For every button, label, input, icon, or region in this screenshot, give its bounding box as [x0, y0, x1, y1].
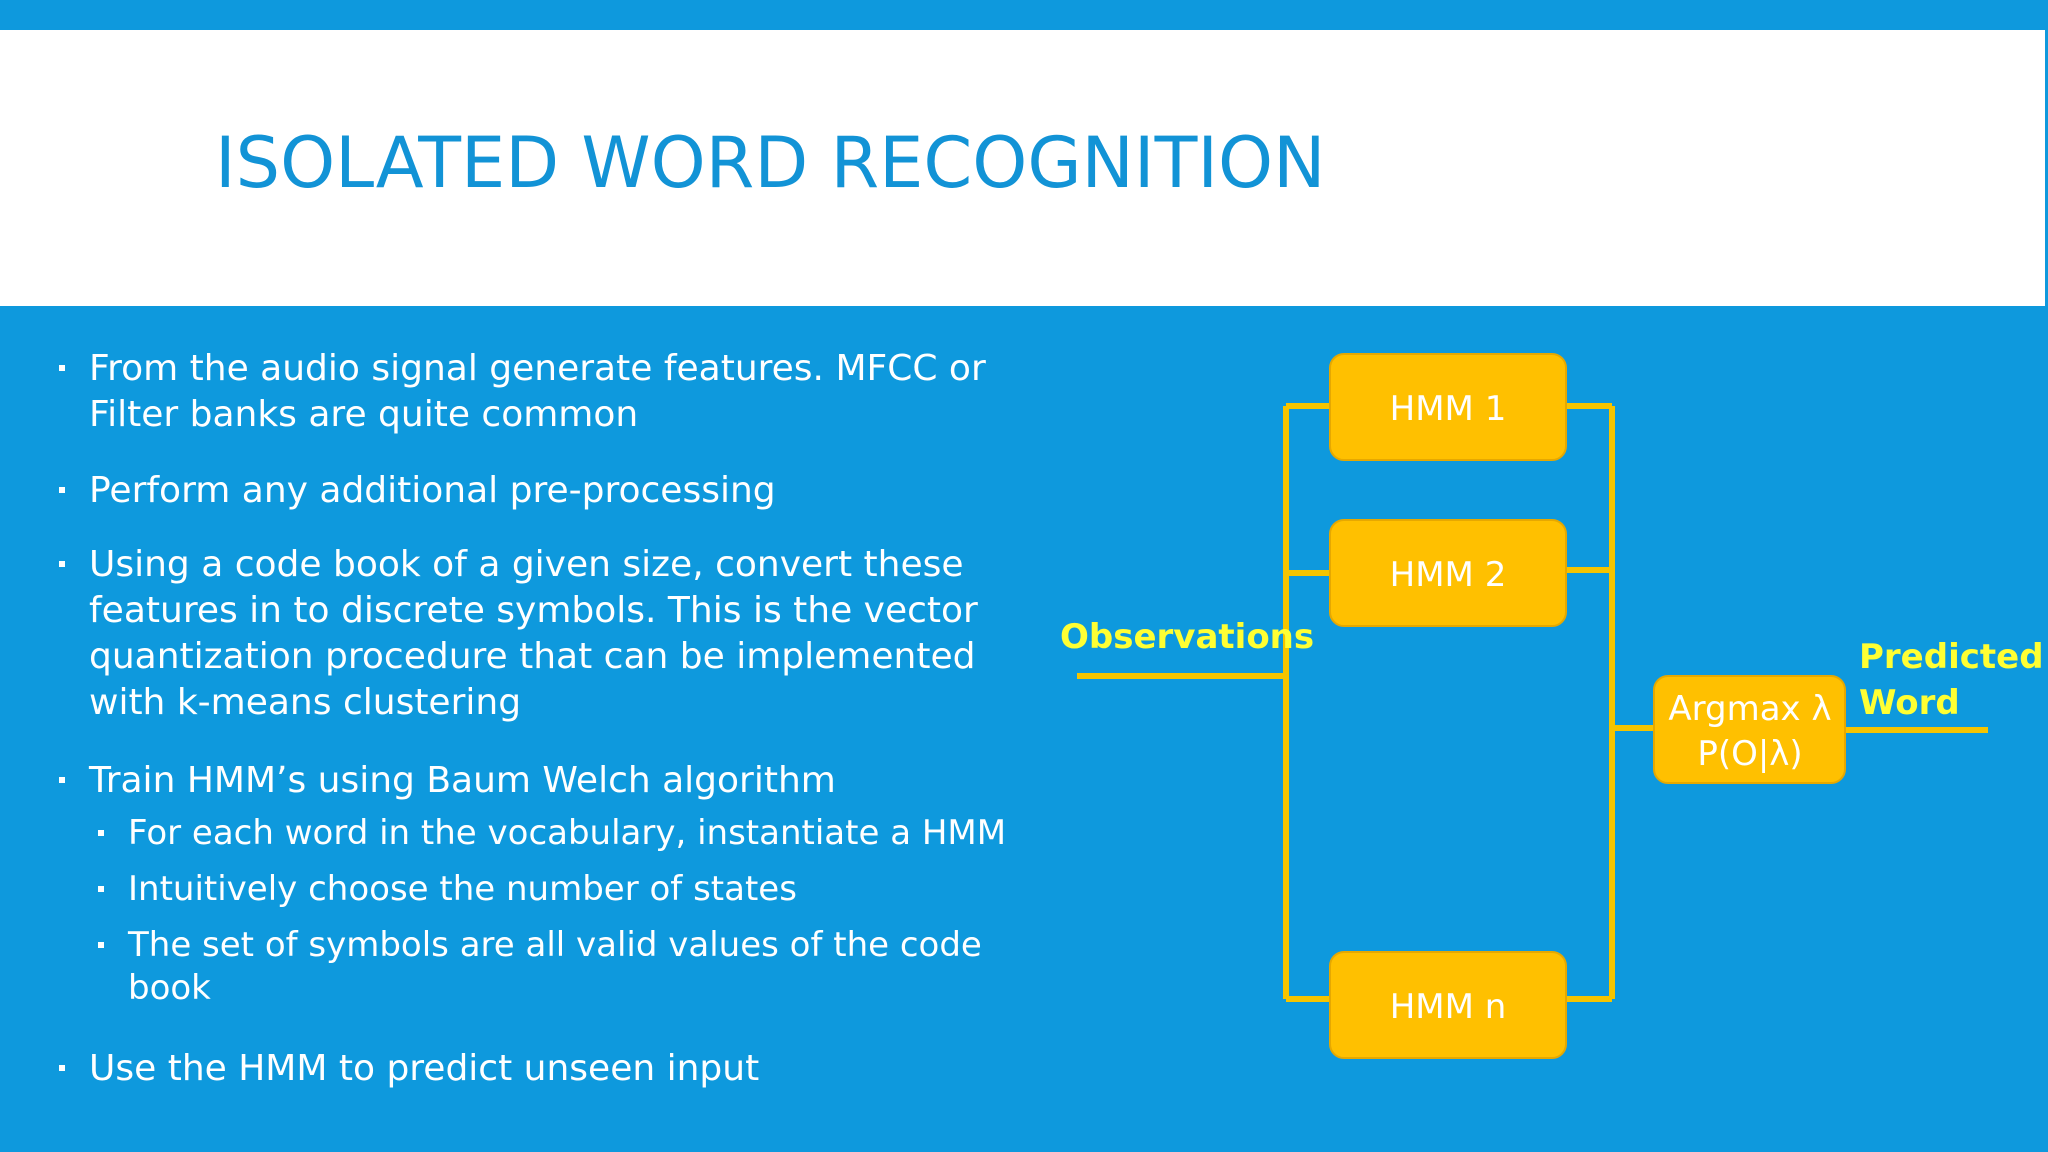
bullet-2: Perform any additional pre-processing: [59, 468, 776, 514]
slide-title: ISOLATED WORD RECOGNITION: [215, 122, 1326, 204]
bullet-text-line: Filter banks are quite common: [89, 394, 639, 435]
bullet-text-line: with k-means clustering: [89, 682, 522, 723]
sub-bullet-3: The set of symbols are all valid values …: [98, 924, 982, 1010]
bullet-text-line: From the audio signal generate features.…: [89, 348, 986, 389]
bullet-5: Use the HMM to predict unseen input: [59, 1046, 760, 1092]
hmm-1-box: [1329, 353, 1567, 461]
right-stripe: [2045, 30, 2048, 306]
sub-bullet-1: For each word in the vocabulary, instant…: [98, 812, 1007, 855]
bullet-text-line: quantization procedure that can be imple…: [89, 636, 976, 677]
predicted-label: Predicted: [1859, 637, 2044, 677]
bullet-marker: [59, 487, 65, 493]
bullet-text-line: Perform any additional pre-processing: [89, 470, 776, 511]
hmm-1-label: HMM 1: [1390, 389, 1507, 429]
bullet-1: From the audio signal generate features.…: [59, 346, 986, 438]
bullet-text-line: Use the HMM to predict unseen input: [89, 1048, 760, 1089]
bullet-list: From the audio signal generate features.…: [0, 306, 1040, 1152]
connector-lines: [1077, 403, 1988, 1002]
bullet-text-line: Train HMM’s using Baum Welch algorithm: [89, 760, 836, 801]
hmm-n-box: [1329, 951, 1567, 1059]
bullet-text-line: The set of symbols are all valid values …: [128, 925, 982, 965]
title-area: [0, 30, 2048, 306]
bullet-marker: [98, 886, 104, 892]
bullet-marker: [59, 365, 65, 371]
bullet-text-line: For each word in the vocabulary, instant…: [128, 813, 1007, 853]
observations-label: Observations: [1060, 617, 1314, 657]
top-band: [0, 0, 2048, 30]
bullet-3: Using a code book of a given size, conve…: [59, 542, 978, 726]
word-label: Word: [1859, 683, 1960, 723]
bullet-marker: [59, 561, 65, 567]
bullet-text-line: book: [128, 968, 211, 1008]
bullet-4: Train HMM’s using Baum Welch algorithm: [59, 758, 836, 804]
bullet-marker: [59, 1065, 65, 1071]
bullet-text-line: Using a code book of a given size, conve…: [89, 544, 964, 585]
hmm-2-box: [1329, 519, 1567, 627]
sub-bullet-2: Intuitively choose the number of states: [98, 868, 797, 911]
argmax-label: Argmax λ: [1668, 689, 1831, 729]
bullet-marker: [98, 942, 104, 948]
hmm-2-label: HMM 2: [1390, 555, 1507, 595]
probability-label: P(O|λ): [1697, 734, 1802, 774]
bullet-text-line: features in to discrete symbols. This is…: [89, 590, 978, 631]
bullet-text-line: Intuitively choose the number of states: [128, 869, 797, 909]
argmax-box: [1653, 675, 1846, 784]
bullet-marker: [98, 830, 104, 836]
hmm-n-label: HMM n: [1390, 987, 1507, 1027]
bullet-marker: [59, 777, 65, 783]
